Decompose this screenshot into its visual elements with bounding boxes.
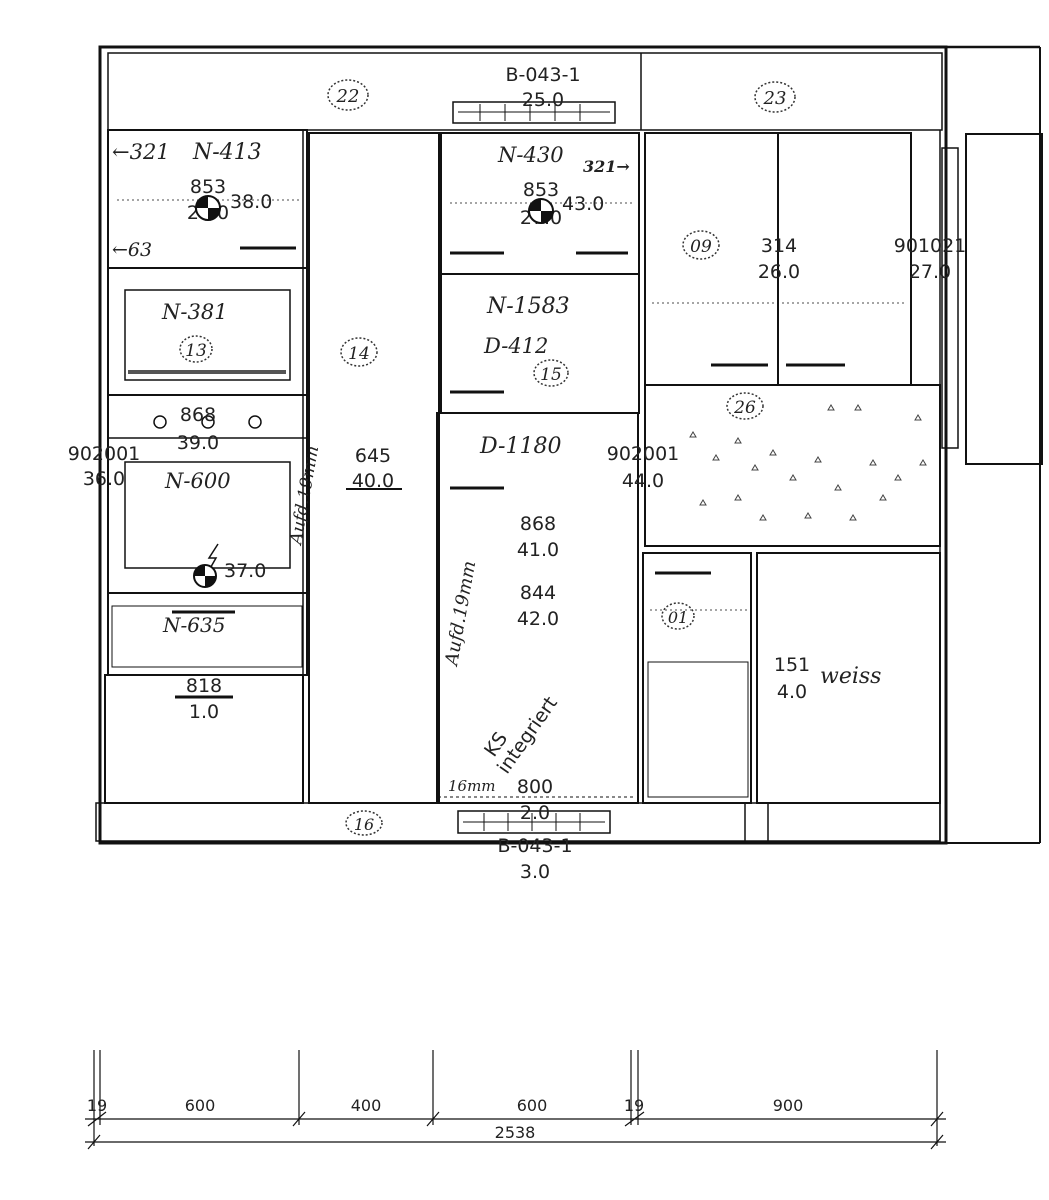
base-value-4: 4.0 bbox=[777, 681, 807, 703]
wall-value-26: 26.0 bbox=[758, 261, 800, 283]
center-tall-column bbox=[436, 132, 640, 804]
electrical-symbol-oven bbox=[193, 543, 219, 588]
top-vent-grille bbox=[452, 101, 616, 124]
side-value-36-left: 36.0 bbox=[83, 468, 125, 490]
oven-value-37: 37.0 bbox=[224, 560, 266, 582]
worktop-ref-902001: 902001 bbox=[607, 443, 680, 465]
plinth-value: 3.0 bbox=[520, 861, 550, 883]
base-ref-151: 151 bbox=[774, 654, 810, 676]
left-tall-column bbox=[104, 129, 308, 804]
cabinet-number-circle bbox=[533, 359, 569, 387]
electrical-symbol-left-top bbox=[195, 195, 221, 221]
cabinet-number-26: 26 bbox=[733, 398, 756, 418]
ref-844-center: 844 bbox=[520, 582, 556, 604]
bottom-vent-grille bbox=[457, 810, 611, 834]
dim-900: 900 bbox=[773, 1096, 804, 1115]
panel-14: 14 645 40.0 bbox=[308, 132, 440, 804]
cabinet-number-circle bbox=[726, 392, 764, 420]
cabinet-number-13: 13 bbox=[185, 341, 207, 361]
plinth-labels: 16 B-043-1 3.0 bbox=[345, 810, 573, 883]
cabinet-number-01: 01 bbox=[668, 608, 688, 627]
right-section-labels: 09 314 26.0 901021 27.0 26 902001 44.0 0… bbox=[607, 230, 967, 703]
outline-structure bbox=[95, 45, 1043, 845]
arrow-321-center: 321→ bbox=[583, 157, 630, 176]
cabinet-number-09: 09 bbox=[690, 237, 712, 257]
dim-19-left: 19 bbox=[87, 1096, 107, 1115]
dim-600-left: 600 bbox=[185, 1096, 216, 1115]
bottom-ref-800: 800 bbox=[517, 776, 553, 798]
cabinet-number-23: 23 bbox=[763, 88, 787, 109]
cabinet-number-15: 15 bbox=[540, 365, 562, 385]
dim-400: 400 bbox=[351, 1096, 382, 1115]
dim-600-right: 600 bbox=[517, 1096, 548, 1115]
bottom-value-1: 1.0 bbox=[189, 701, 219, 723]
cabinet-number-circle bbox=[340, 337, 378, 367]
arrow-321-left: ←321 bbox=[112, 140, 170, 164]
cabinet-number-22: 22 bbox=[336, 86, 360, 107]
code-n-381: N-381 bbox=[161, 300, 228, 324]
value-43-center: 43.0 bbox=[562, 193, 604, 215]
gap-note-16mm: 16mm bbox=[448, 777, 496, 795]
right-section bbox=[642, 132, 959, 804]
vertical-note-left: Aufd.19mm bbox=[286, 444, 323, 548]
ref-853-left: 853 bbox=[190, 176, 226, 198]
value-38-left: 38.0 bbox=[230, 191, 272, 213]
bottom-value-2: 2.0 bbox=[520, 802, 550, 824]
cabinet-number-14: 14 bbox=[348, 344, 370, 364]
dim-total-2538: 2538 bbox=[495, 1123, 536, 1142]
left-column-labels: ←321 N-413 853 38.0 27.0 ←63 N-381 13 86… bbox=[68, 140, 324, 723]
top-center-label: B-043-1 bbox=[505, 64, 580, 86]
code-n-430: N-430 bbox=[497, 143, 564, 167]
cabinet-number-circle bbox=[754, 81, 796, 113]
dimension-lines bbox=[85, 1050, 946, 1150]
worktop-value-44: 44.0 bbox=[622, 470, 664, 492]
code-d-412: D-412 bbox=[483, 334, 548, 358]
side-ref-901021: 901021 bbox=[894, 235, 967, 257]
electrical-symbol-center-top bbox=[528, 198, 554, 224]
hob-value-39: 39.0 bbox=[177, 432, 219, 454]
side-value-27: 27.0 bbox=[909, 261, 951, 283]
side-ref-902001-left: 902001 bbox=[68, 443, 141, 465]
value-42-center: 42.0 bbox=[517, 608, 559, 630]
plinth-label: B-043-1 bbox=[497, 835, 572, 857]
code-n-600: N-600 bbox=[164, 469, 231, 493]
code-n-635: N-635 bbox=[162, 613, 225, 637]
cabinet-number-circle bbox=[682, 230, 720, 260]
panel-14-value: 40.0 bbox=[352, 470, 394, 492]
dim-19-right: 19 bbox=[624, 1096, 644, 1115]
arrow-63-left: ←63 bbox=[112, 239, 152, 261]
code-n-1583: N-1583 bbox=[486, 294, 570, 319]
vertical-note-center: Aufd.19mm bbox=[441, 559, 480, 669]
dimension-labels: 19 600 400 600 19 900 2538 bbox=[87, 1096, 803, 1142]
cabinet-number-circle bbox=[327, 79, 369, 111]
center-column-labels: N-430 321→ 853 43.0 27.0 N-1583 D-412 15… bbox=[441, 143, 630, 824]
cabinet-number-16: 16 bbox=[354, 815, 374, 834]
top-band-labels: 22 B-043-1 25.0 23 bbox=[327, 64, 796, 113]
ref-853-center: 853 bbox=[523, 179, 559, 201]
top-center-value: 25.0 bbox=[522, 89, 564, 111]
ref-868-center: 868 bbox=[520, 513, 556, 535]
hob-ref-868: 868 bbox=[180, 404, 216, 426]
color-note-weiss: weiss bbox=[820, 664, 881, 689]
value-41-center: 41.0 bbox=[517, 539, 559, 561]
cabinet-number-circle bbox=[179, 335, 213, 363]
cabinet-number-circle bbox=[661, 602, 695, 630]
bottom-ref-818: 818 bbox=[186, 675, 222, 697]
code-d-1180: D-1180 bbox=[479, 434, 561, 459]
code-n-413: N-413 bbox=[192, 140, 262, 165]
worktop-speckle bbox=[689, 404, 927, 521]
cabinet-number-circle bbox=[345, 810, 383, 836]
panel-14-ref: 645 bbox=[355, 445, 391, 467]
wall-ref-314: 314 bbox=[761, 235, 797, 257]
